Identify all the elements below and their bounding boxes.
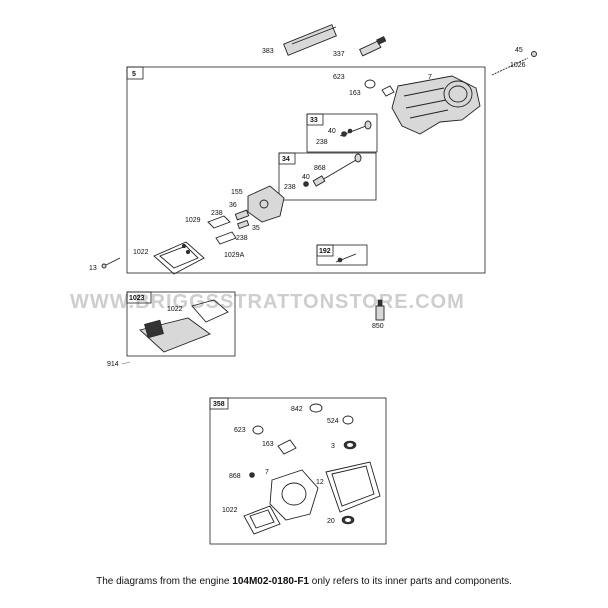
label-36: 36 [229,202,237,209]
part-524-ring [342,415,354,425]
label-1029: 1029 [185,217,201,224]
box-33 [306,113,378,153]
label-35: 35 [252,225,260,232]
part-337-spark-plug [359,36,387,57]
part-35-rocker [234,209,250,230]
box-5-label: 5 [132,71,136,78]
label-524: 524 [327,418,339,425]
part-192-valve-stem [335,253,357,263]
box-33-tag [306,113,324,126]
part-868-kit-seal [249,472,255,478]
part-383-tool [283,24,337,56]
box-1023 [126,291,236,357]
box-358-label: 358 [213,401,225,408]
label-155: 155 [231,189,243,196]
caption-before: The diagrams from the engine [96,576,233,587]
label-40-a: 40 [328,128,336,135]
box-1023-label: 1023 [129,295,145,302]
label-1022-a: 1022 [133,249,149,256]
part-33-valve-exhaust [339,120,372,137]
label-383: 383 [262,48,274,55]
label-7-top: 7 [428,74,432,81]
box-1023-tag [126,291,152,304]
label-7-kit: 7 [265,469,269,476]
label-238-a: 238 [316,139,328,146]
label-1022-kit: 1022 [222,507,238,514]
part-1022-cover [139,299,229,353]
label-40-b: 40 [302,174,310,181]
label-850: 850 [372,323,384,330]
watermark: WWW.BRIGGSSTRATTONSTORE.COM [70,291,465,313]
caption: The diagrams from the engine 104M02-0180… [0,576,608,587]
part-1029-gasket [207,215,237,245]
label-45: 45 [515,47,523,54]
label-238-d: 238 [236,235,248,242]
label-1029a: 1029A [224,252,245,259]
label-914: 914 [107,361,119,368]
label-337: 337 [333,51,345,58]
label-868-kit: 868 [229,473,241,480]
part-842-seal [309,403,323,413]
part-34-valve-intake [303,153,362,187]
part-1022-cover-gasket [153,241,205,275]
part-7-head-gasket [269,469,319,521]
label-1022-b: 1022 [167,306,183,313]
box-34-label: 34 [282,156,290,163]
part-20-seal [341,515,355,525]
label-12: 12 [316,479,324,486]
box-5-tag [126,66,144,80]
box-192-label: 192 [319,248,331,255]
label-13: 13 [89,265,97,272]
box-33-label: 33 [310,117,318,124]
part-3-seal [343,440,357,450]
part-163-kit-gasket [277,439,297,455]
box-5 [126,66,486,274]
label-842: 842 [291,406,303,413]
box-192-tag [316,244,334,257]
caption-model: 104M02-0180-F1 [232,576,309,587]
caption-after: only refers to its inner parts and compo… [309,576,512,587]
box-34-tag [278,152,296,165]
part-1026-stud [491,51,537,76]
label-163-top: 163 [349,90,361,97]
label-163-kit: 163 [262,441,274,448]
part-7-cylinder-head [391,75,481,135]
box-358 [209,397,387,545]
label-238-b: 238 [284,184,296,191]
part-12-sump-gasket [325,461,381,513]
label-868-a: 868 [314,165,326,172]
part-623-kit-seal [252,425,264,435]
part-13-bolt [101,257,121,269]
label-623-kit: 623 [234,427,246,434]
part-1022-kit-gasket [243,505,281,535]
part-623-seal [364,79,376,89]
part-850-sealant [375,299,385,321]
label-1026: 1026 [510,62,526,69]
label-238-c: 238 [211,210,223,217]
part-163-gasket [381,85,395,97]
label-20: 20 [327,518,335,525]
part-155-rocker-housing [247,185,285,223]
box-358-tag [209,397,229,410]
label-623-top: 623 [333,74,345,81]
label-3: 3 [331,443,335,450]
box-34 [278,152,377,201]
